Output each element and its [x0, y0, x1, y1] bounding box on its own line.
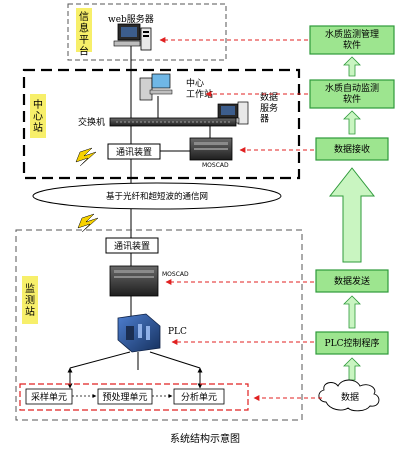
auto-monitor-software-box: [309, 79, 395, 109]
network-label: 基于光纤和超短波的通信网: [106, 191, 208, 202]
up-arrow-icon-3: [343, 295, 361, 329]
center-moscad-label: MOSCAD: [202, 162, 229, 169]
monitor-comm-device-label: 通讯装置: [114, 240, 150, 252]
monitor-station-region: 监测站 通讯装置 MOSCAD PLC 采样单元: [15, 213, 303, 421]
communication-network-ellipse: [32, 182, 282, 210]
center-workstation-label: 中心工作站: [186, 77, 213, 100]
monitor-station-label-bg: [22, 276, 38, 324]
info-platform-label: 信息平台: [79, 11, 89, 58]
monitor-station-label: 监测站: [25, 282, 35, 318]
info-platform-region: 信息平台 web服务器: [67, 3, 227, 61]
center-station-region: 中心站 中心工作站 数据服务器 交换机 通讯装置: [22, 46, 301, 180]
analysis-unit-label: 分析单元: [181, 391, 217, 403]
wireless-lightning-icon: [75, 147, 97, 167]
up-arrow-icon-2: [343, 110, 361, 135]
data-receive-label: 数据接收: [334, 143, 370, 155]
center-moscad-icon: [189, 137, 233, 161]
wireless-lightning-icon-2: [77, 213, 99, 233]
switch-label: 交换机: [78, 116, 105, 128]
red-dashed-connectors: [159, 37, 322, 401]
right-software-column: 水质监测管理软件 水质自动监测软件 数据接收 数据发送 PLC控制程序 数据: [309, 25, 395, 412]
switch-icon: [109, 117, 237, 127]
data-send-box: [315, 269, 389, 293]
auto-monitor-software-label: 水质自动监测软件: [325, 82, 379, 105]
info-platform-label-bg: [76, 8, 92, 52]
large-up-arrow-icon: [328, 167, 376, 263]
monitor-moscad-icon: [109, 265, 159, 297]
plc-icon: [117, 313, 161, 353]
web-server-label: web服务器: [108, 13, 154, 25]
sampling-unit-box: [25, 388, 73, 405]
data-cloud-label: 数据: [341, 391, 359, 403]
sampling-unit-label: 采样单元: [31, 391, 67, 403]
plc-label: PLC: [168, 327, 187, 337]
monitor-moscad-label: MOSCAD: [162, 271, 189, 278]
center-workstation-icon: [139, 73, 173, 101]
units-group-box: [19, 383, 249, 411]
preprocess-unit-label: 预处理单元: [102, 391, 147, 403]
preprocess-unit-box: [97, 388, 153, 405]
up-arrow-icon-4: [343, 357, 361, 381]
center-comm-device-label: 通讯装置: [116, 146, 152, 158]
monitor-comm-device-box: [105, 237, 159, 254]
plc-program-label: PLC控制程序: [325, 337, 380, 349]
management-software-box: [309, 25, 395, 55]
data-server-label: 数据服务器: [260, 91, 278, 125]
management-software-label: 水质监测管理软件: [325, 28, 379, 51]
data-send-label: 数据发送: [334, 275, 370, 287]
analysis-unit-box: [173, 388, 225, 405]
plc-program-box: [315, 331, 389, 355]
up-arrow-icon: [343, 56, 361, 77]
diagram-caption: 系统结构示意图: [170, 432, 240, 445]
web-server-icon: [113, 23, 152, 51]
data-cloud-icon: [318, 379, 380, 412]
data-receive-box: [315, 137, 389, 161]
center-station-label: 中心站: [33, 98, 43, 134]
center-station-label-bg: [30, 94, 46, 138]
